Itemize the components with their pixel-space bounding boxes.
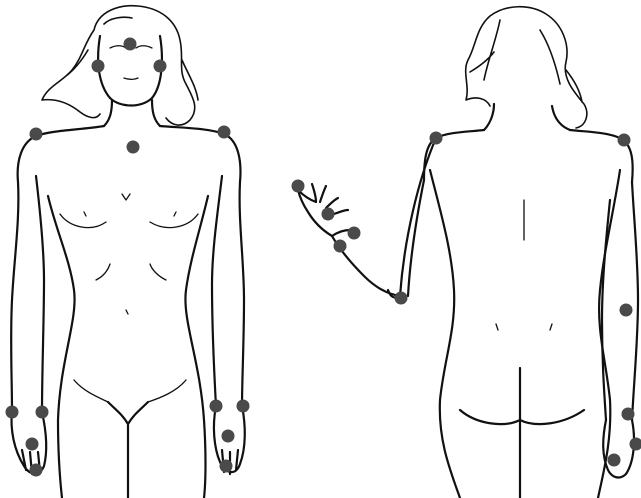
marker-back-wrist-inner: [334, 240, 347, 253]
front-left-arm: [11, 126, 104, 412]
front-view: [11, 6, 245, 498]
back-neck: [484, 104, 570, 130]
front-hair: [42, 6, 198, 125]
front-abdomen: [96, 264, 166, 314]
front-right-arm: [160, 126, 244, 406]
front-groin: [108, 402, 148, 498]
marker-back-elbow: [395, 292, 408, 305]
back-buttocks: [460, 368, 584, 498]
marker-front-right-shoulder: [218, 126, 231, 139]
back-torso: [430, 170, 620, 498]
marker-back-left-shoulder: [430, 132, 443, 145]
marker-front-left-shoulder: [30, 128, 43, 141]
marker-back-right-finger: [608, 454, 621, 467]
marker-front-left-temple: [92, 60, 105, 73]
marker-front-left-wrist-inner: [36, 406, 49, 419]
marker-front-sternum: [127, 141, 140, 154]
marker-back-wrist-outer: [348, 227, 361, 240]
back-hair: [466, 7, 587, 128]
back-shoulders: [424, 130, 633, 182]
marker-front-left-finger: [30, 464, 43, 477]
marker-back-hand-fingertip: [292, 180, 305, 193]
back-markers: [292, 132, 641, 467]
marker-back-hand-palm: [322, 208, 335, 221]
marker-front-right-wrist-inner: [210, 400, 223, 413]
marker-front-right-palm: [222, 430, 235, 443]
front-neck: [104, 100, 160, 126]
marker-front-right-temple: [154, 60, 167, 73]
front-hips: [74, 380, 186, 402]
back-view: [298, 7, 638, 498]
marker-back-right-shoulder: [618, 134, 631, 147]
marker-back-right-wrist: [622, 408, 635, 421]
back-raised-arm: [332, 138, 436, 298]
marker-front-forehead: [124, 38, 137, 51]
marker-front-left-wrist-outer: [6, 406, 19, 419]
marker-front-left-palm: [26, 438, 39, 451]
marker-back-right-forearm: [620, 304, 633, 317]
marker-front-right-finger: [220, 460, 233, 473]
marker-front-right-wrist-outer: [237, 400, 250, 413]
back-spine: [496, 200, 552, 330]
front-chest: [60, 194, 198, 228]
marker-back-right-palm: [630, 438, 641, 451]
front-mouth: [124, 78, 138, 80]
